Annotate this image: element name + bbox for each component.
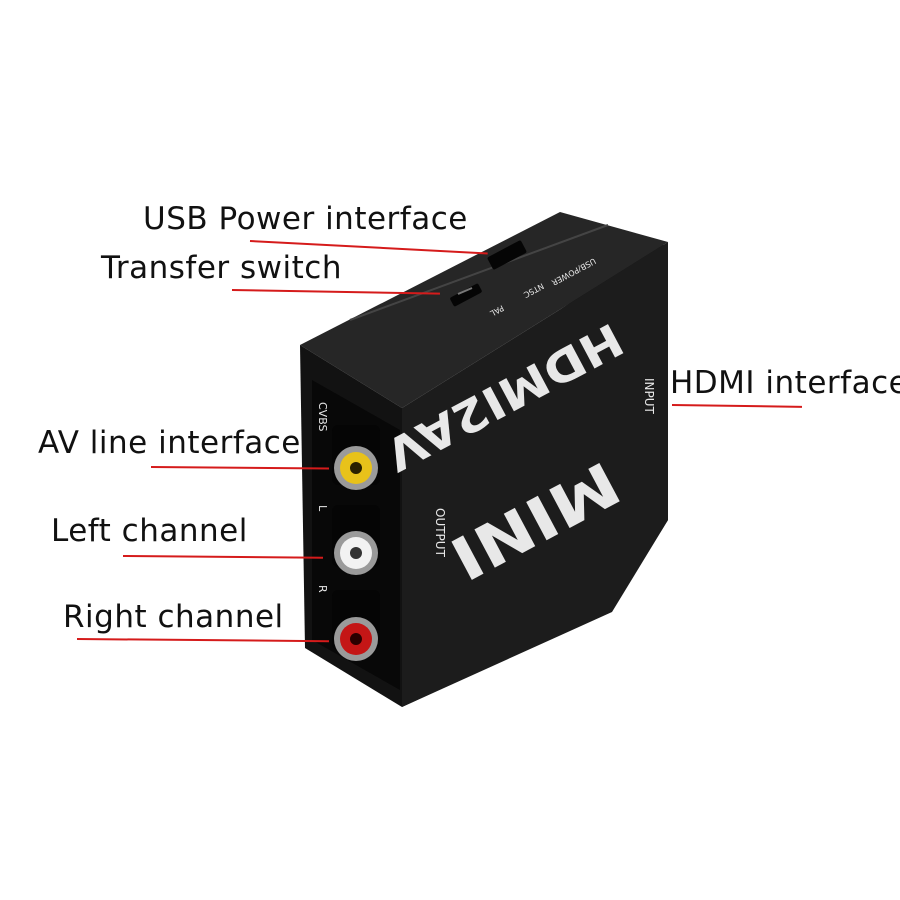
input-label: INPUT: [642, 378, 656, 415]
callout-hdmi-interface: HDMI interface: [670, 365, 900, 401]
device-top-face: [300, 212, 668, 408]
callout-av-line-interface: AV line interface: [38, 425, 301, 461]
output-label: OUTPUT: [433, 508, 447, 558]
rca-jack-red: [332, 590, 380, 661]
cvbs-label: CVBS: [316, 402, 329, 432]
l-label: L: [316, 505, 329, 512]
callout-transfer-switch: Transfer switch: [101, 250, 342, 286]
callout-right-channel: Right channel: [63, 599, 284, 635]
rca-jack-yellow: [332, 425, 380, 490]
callout-left-channel: Left channel: [51, 513, 248, 549]
r-label: R: [316, 585, 329, 593]
switch-icon: [450, 283, 482, 307]
callout-usb-power: USB Power interface: [143, 201, 468, 237]
device-main-face: [402, 242, 668, 707]
rca-jack-white: [332, 505, 380, 575]
usb-port-icon: [487, 240, 527, 270]
